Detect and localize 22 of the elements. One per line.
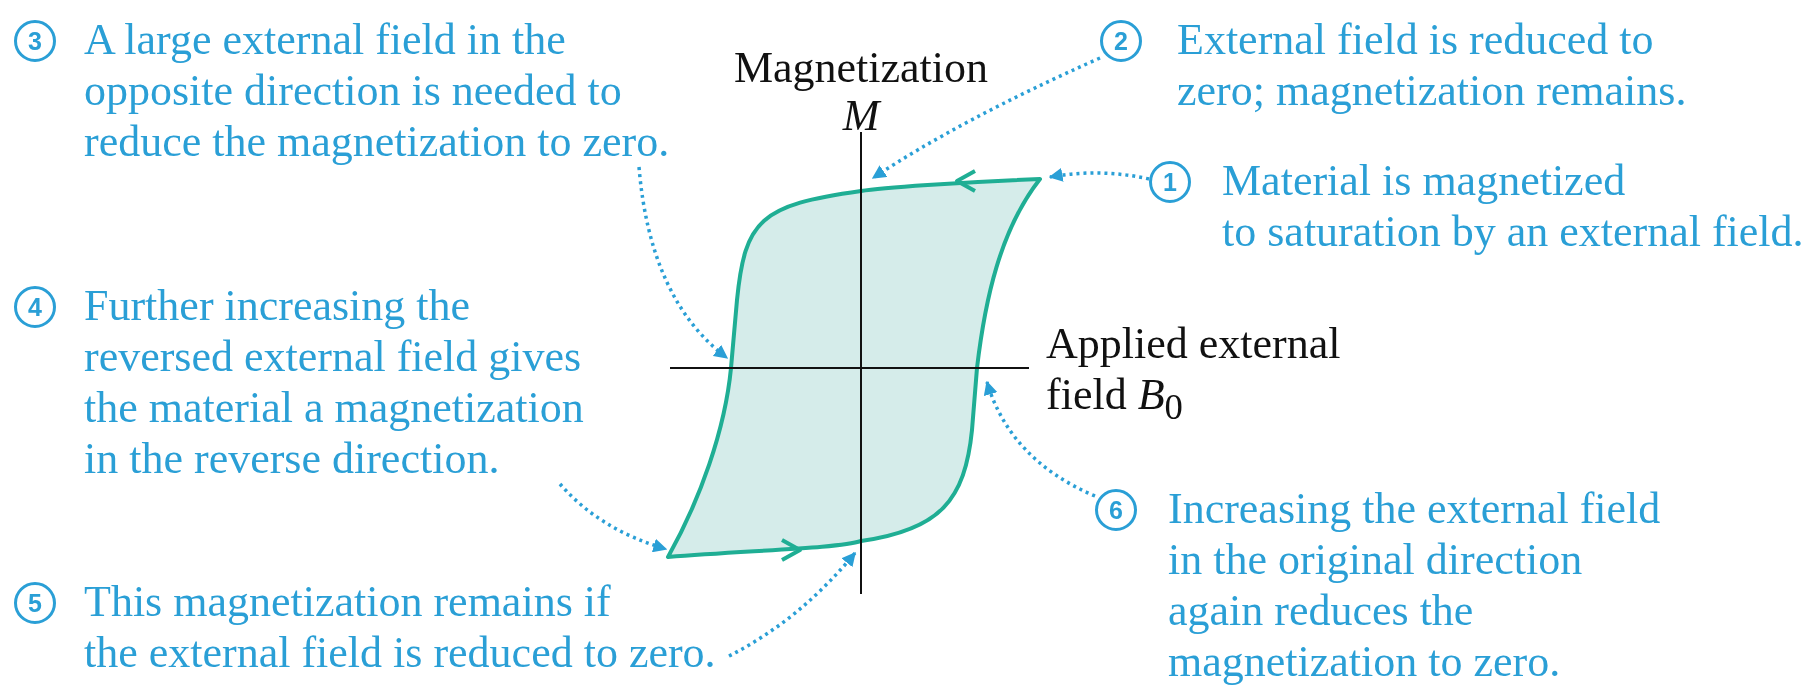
callout-number: 4 [14,286,56,328]
callout-text: External field is reduced to zero; magnetization remains. [1177,14,1688,116]
axis-label: Applied external field B$_{0}$ [1046,318,1342,429]
leader-line [871,56,1101,180]
leader-line [728,551,857,658]
hysteresis-loop [666,169,1042,562]
callout-number: 3 [14,20,56,62]
callout-text: Material is magnetized to saturation by an external field. [1222,155,1805,257]
leader-line [984,380,1096,498]
leader-line [558,482,668,552]
leader-line [1048,168,1150,182]
callout-text: This magnetization remains if the external field is reduced to zero. [84,576,717,678]
axis-label: Magnetization [732,42,990,93]
callout-number: 5 [14,582,56,624]
callout-number: 6 [1095,489,1137,531]
axis-label: M [841,91,883,141]
callout-text: Further increasing the reversed external field gives the material a magnetization in the reverse direction. [84,280,585,484]
callout-number: 2 [1100,20,1142,62]
callout-text: A large external field in the opposite direction is needed to reduce the magnetization to zero. [84,14,671,167]
callout-number: 1 [1149,161,1191,203]
callout-text: Increasing the external field in the original direction again reduces the magnetization to zero. [1168,483,1662,687]
leader-line [637,166,729,360]
